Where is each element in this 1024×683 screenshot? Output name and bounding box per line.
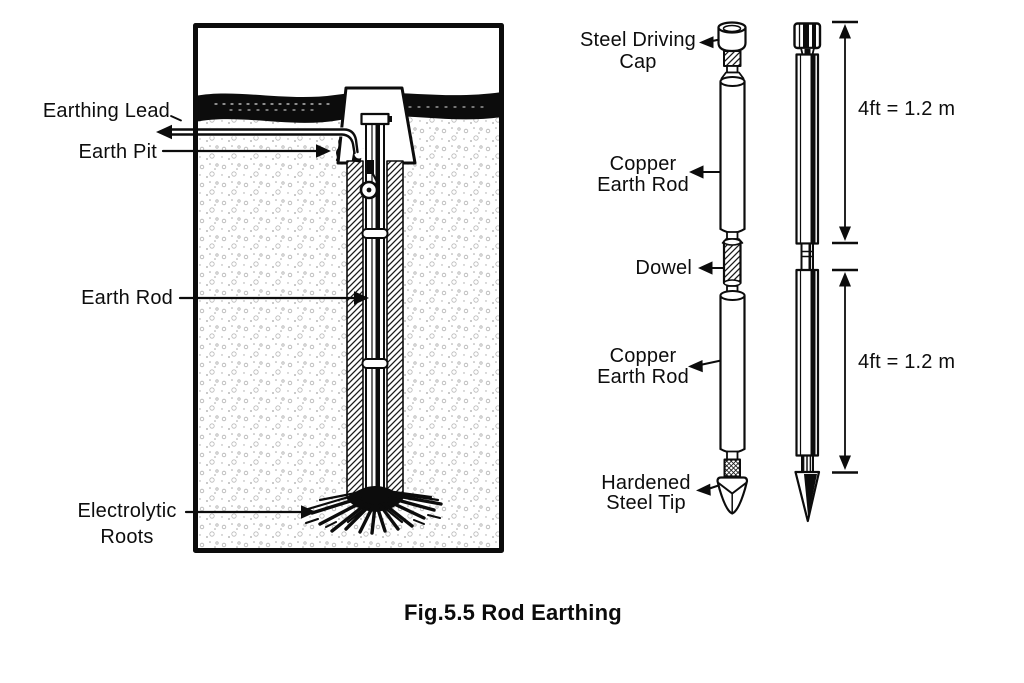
callout-arrows-left [161, 115, 369, 519]
earth-rod-label: Earth Rod [81, 287, 173, 309]
lower-dimension-label: 4ft = 1.2 m [858, 351, 956, 373]
assembled-rod-drawing [793, 22, 822, 523]
cross-section-drawing [156, 23, 504, 553]
copper-earth-rod-upper-label: Copper Earth Rod [597, 153, 689, 196]
earthing-lead-label: Earthing Lead [42, 100, 170, 122]
dimension-lines [832, 20, 858, 474]
earthing-lead-drawing [156, 124, 364, 159]
figure-caption: Fig.5.5 Rod Earthing [404, 600, 622, 625]
upper-dimension-label: 4ft = 1.2 m [858, 98, 956, 120]
steel-driving-cap-label: Steel Driving Cap [580, 29, 696, 73]
callout-arrows-right [688, 36, 725, 496]
hardened-steel-tip-label: Hardened Steel Tip [601, 472, 691, 514]
copper-earth-rod-lower-label: Copper Earth Rod [597, 345, 689, 388]
electrolytic-roots-label: Electrolytic Roots [77, 500, 177, 548]
dowel-label: Dowel [635, 257, 692, 279]
electrolytic-roots-drawing [305, 486, 443, 535]
earth-pit-label: Earth Pit [78, 141, 157, 163]
exploded-rod-drawing [716, 21, 749, 515]
